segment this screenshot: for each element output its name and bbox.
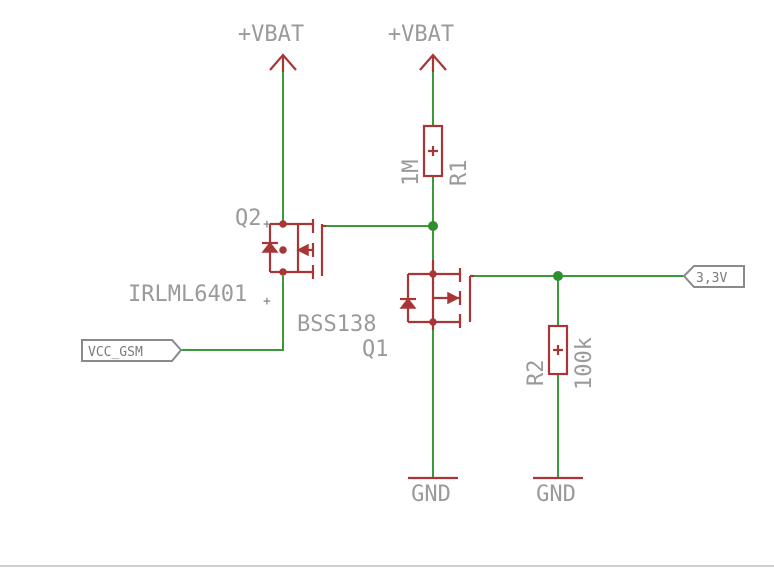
gnd-right-label: GND (536, 482, 576, 507)
q2-name: Q2 (235, 206, 262, 231)
junction-r1-q2-q1 (428, 221, 438, 231)
q2-mosfet (261, 219, 326, 279)
r1-name: R1 (447, 160, 472, 187)
q2-name-pin-marker: + (263, 217, 271, 232)
wires (181, 70, 684, 478)
junction-q1-gate-r2 (553, 271, 563, 281)
v33-port: 3,3V (682, 265, 745, 288)
vbat-right-symbol (419, 53, 447, 72)
vbat-left-label: +VBAT (238, 22, 304, 47)
v33-port-label: 3,3V (696, 271, 727, 286)
vcc-gsm-port: VCC_GSM (81, 339, 183, 362)
vcc-gsm-port-label: VCC_GSM (88, 345, 143, 360)
r1-resistor (422, 124, 444, 178)
q1-mosfet (399, 260, 474, 330)
q1-name: Q1 (362, 337, 389, 362)
q1-value: BSS138 (297, 312, 376, 337)
r1-value: 1M (399, 160, 424, 187)
wire-q2-to-vcc-gsm (181, 276, 284, 351)
r2-resistor (547, 324, 569, 376)
r2-value: 100k (572, 337, 597, 390)
q2-value: IRLML6401 (128, 282, 247, 307)
vbat-right-label: +VBAT (388, 22, 454, 47)
gnd-left-label: GND (411, 482, 451, 507)
vbat-left-symbol (269, 53, 297, 72)
r2-name: R2 (524, 360, 549, 387)
q2-value-pin-marker: + (263, 294, 271, 309)
